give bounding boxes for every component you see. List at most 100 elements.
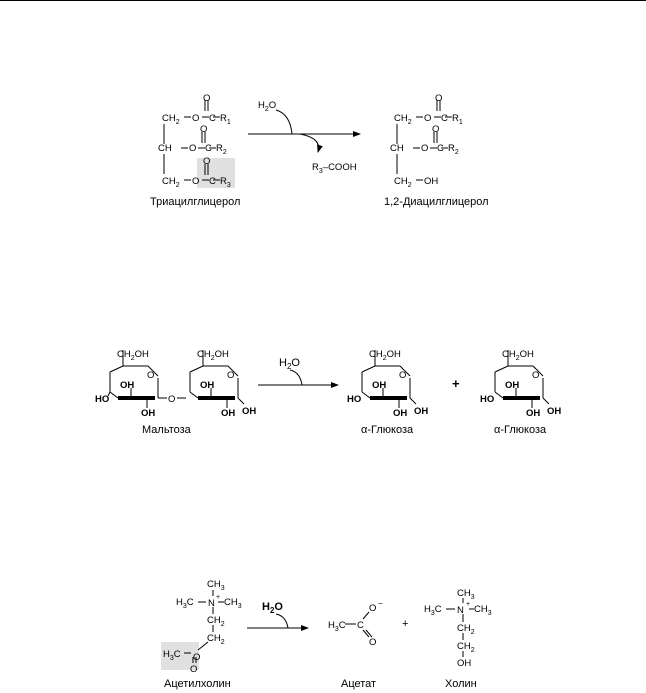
glucose-2-label: α-Глюкоза bbox=[494, 424, 547, 436]
svg-text:CH2: CH2 bbox=[207, 633, 225, 646]
svg-text:R3–COOH: R3–COOH bbox=[312, 162, 357, 175]
svg-text:CH2: CH2 bbox=[162, 176, 180, 189]
svg-text:HO: HO bbox=[347, 394, 361, 405]
svg-text:C: C bbox=[357, 620, 364, 631]
svg-text:O: O bbox=[168, 394, 175, 405]
svg-text:OH: OH bbox=[372, 380, 386, 391]
svg-text:C: C bbox=[209, 176, 216, 187]
acetate-label: Ацетат bbox=[341, 678, 377, 690]
svg-text:OH: OH bbox=[414, 406, 428, 417]
svg-text:R3: R3 bbox=[220, 176, 231, 189]
svg-text:O: O bbox=[435, 93, 442, 104]
svg-text:CH2: CH2 bbox=[394, 113, 412, 126]
svg-text:O: O bbox=[192, 113, 199, 124]
svg-text:O: O bbox=[369, 603, 376, 614]
svg-text:CH2OH: CH2OH bbox=[502, 349, 534, 362]
svg-text:R2: R2 bbox=[216, 143, 227, 156]
svg-text:CH3: CH3 bbox=[224, 597, 242, 610]
svg-text:H2O: H2O bbox=[258, 100, 276, 113]
svg-text:O: O bbox=[190, 664, 197, 675]
svg-text:H2O: H2O bbox=[262, 601, 283, 615]
choline-label: Холин bbox=[445, 678, 477, 690]
svg-text:H3C: H3C bbox=[424, 604, 442, 617]
svg-text:C: C bbox=[441, 113, 448, 124]
svg-text:CH2: CH2 bbox=[394, 176, 412, 189]
svg-text:+: + bbox=[466, 601, 470, 608]
svg-text:N: N bbox=[457, 605, 464, 616]
svg-text:O: O bbox=[147, 370, 154, 381]
svg-text:HO: HO bbox=[480, 394, 494, 405]
maltose-label: Мальтоза bbox=[142, 424, 191, 436]
svg-text:C: C bbox=[437, 143, 444, 154]
reaction1-arrow: H2O R3–COOH bbox=[248, 100, 361, 175]
svg-text:CH3: CH3 bbox=[207, 579, 225, 592]
svg-text:O: O bbox=[399, 370, 406, 381]
svg-text:OH: OH bbox=[424, 176, 438, 187]
svg-text:CH2OH: CH2OH bbox=[369, 349, 401, 362]
glucose-1-structure: CH2OH O HO OH OH OH bbox=[347, 349, 428, 419]
svg-text:O: O bbox=[192, 176, 199, 187]
svg-text:CH: CH bbox=[158, 143, 172, 154]
svg-text:CH2: CH2 bbox=[457, 641, 475, 654]
svg-text:+: + bbox=[216, 594, 220, 601]
svg-text:N: N bbox=[208, 598, 215, 609]
plus-sign-2: + bbox=[402, 618, 409, 630]
svg-text:O: O bbox=[432, 124, 439, 135]
svg-text:H3C: H3C bbox=[176, 597, 194, 610]
svg-text:C: C bbox=[209, 113, 216, 124]
svg-text:O: O bbox=[369, 637, 376, 648]
choline-structure: CH3 H3C N+ CH3 CH2 CH2 OH bbox=[424, 588, 492, 669]
svg-text:CH2OH: CH2OH bbox=[197, 349, 229, 362]
acetylcholine-label: Ацетилхолин bbox=[164, 678, 231, 690]
svg-text:CH2: CH2 bbox=[162, 113, 180, 126]
glucose-2-structure: CH2OH O HO OH OH OH bbox=[480, 349, 561, 419]
triacylglycerol-label: Триацилглицерол bbox=[150, 196, 241, 208]
svg-text:O: O bbox=[203, 156, 210, 167]
svg-text:C: C bbox=[205, 143, 212, 154]
svg-text:CH2: CH2 bbox=[207, 615, 225, 628]
svg-text:H3C: H3C bbox=[328, 620, 346, 633]
svg-text:O: O bbox=[421, 143, 428, 154]
diacylglycerol-label: 1,2-Диацилглицерол bbox=[384, 196, 489, 208]
top-rule bbox=[0, 0, 646, 1]
reaction2-arrow: H2O bbox=[258, 357, 339, 388]
svg-text:OH: OH bbox=[141, 408, 155, 419]
svg-text:OH: OH bbox=[457, 658, 471, 669]
svg-text:OH: OH bbox=[547, 406, 561, 417]
svg-text:OH: OH bbox=[526, 408, 540, 419]
svg-text:CH2: CH2 bbox=[457, 623, 475, 636]
svg-text:R1: R1 bbox=[452, 113, 463, 126]
plus-sign-1: + bbox=[452, 376, 460, 391]
maltose-structure: CH2OH O HO OH OH O CH2OH O OH OH OH bbox=[95, 349, 256, 419]
svg-text:O: O bbox=[189, 143, 196, 154]
svg-text:OH: OH bbox=[221, 408, 235, 419]
svg-text:CH: CH bbox=[390, 143, 404, 154]
svg-text:CH3: CH3 bbox=[474, 604, 492, 617]
svg-text:O: O bbox=[200, 124, 207, 135]
glucose-1-label: α-Глюкоза bbox=[361, 424, 414, 436]
svg-text:O: O bbox=[532, 370, 539, 381]
svg-text:O: O bbox=[424, 113, 431, 124]
svg-text:H2O: H2O bbox=[279, 357, 300, 371]
svg-text:OH: OH bbox=[393, 408, 407, 419]
svg-text:−: − bbox=[378, 599, 383, 608]
svg-text:O: O bbox=[203, 93, 210, 104]
svg-text:H3C: H3C bbox=[163, 649, 181, 662]
svg-text:O: O bbox=[193, 652, 200, 663]
svg-text:CH3: CH3 bbox=[457, 588, 475, 601]
svg-text:OH: OH bbox=[200, 380, 214, 391]
svg-text:CH2OH: CH2OH bbox=[117, 349, 149, 362]
acetate-structure: H3C C O− O bbox=[328, 599, 383, 648]
svg-text:R1: R1 bbox=[220, 113, 231, 126]
svg-text:OH: OH bbox=[120, 380, 134, 391]
svg-text:O: O bbox=[227, 370, 234, 381]
reaction3-arrow: H2O bbox=[247, 601, 309, 631]
svg-text:OH: OH bbox=[242, 406, 256, 417]
svg-text:R2: R2 bbox=[448, 143, 459, 156]
svg-text:OH: OH bbox=[505, 380, 519, 391]
acetylcholine-structure: CH3 H3C N+ CH3 CH2 CH2 O H3C O bbox=[161, 579, 242, 675]
